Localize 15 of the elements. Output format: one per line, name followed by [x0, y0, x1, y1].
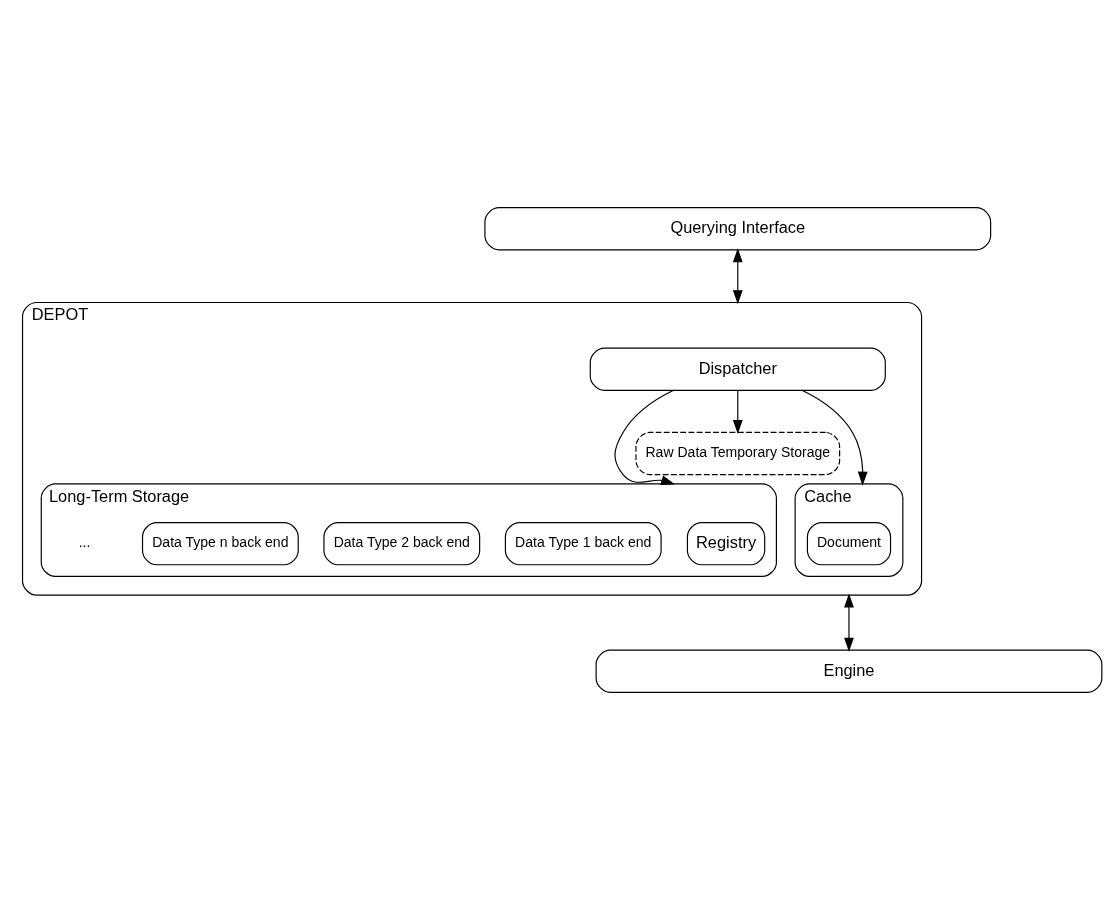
- arrow: [614, 389, 676, 485]
- label: ...: [78, 534, 91, 551]
- node-box: Data Type 1 back end: [504, 522, 662, 566]
- node-box: Engine: [595, 649, 1103, 693]
- node-box: Raw Data Temporary Storage: [635, 431, 841, 476]
- arrow: [732, 248, 743, 305]
- arrow: [801, 389, 868, 486]
- arrow: [732, 390, 743, 435]
- node-box: Document: [806, 522, 892, 566]
- node-box: Data Type 2 back end: [323, 522, 481, 566]
- node-box: Data Type n back end: [141, 522, 299, 566]
- node-box: Dispatcher: [589, 347, 886, 391]
- arrow: [844, 593, 854, 652]
- node-box: Registry: [686, 522, 766, 566]
- node-box: Querying Interface: [484, 207, 992, 251]
